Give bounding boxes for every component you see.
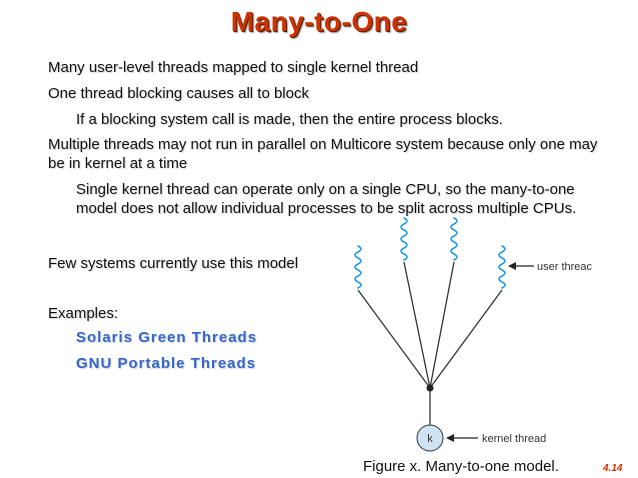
thread-connector-1 xyxy=(357,289,431,389)
kernel-node-label: k xyxy=(427,433,433,445)
sub-bullet-single-cpu: Single kernel thread can operate only on… xyxy=(76,181,577,217)
example-gnu-portable-threads: GNU Portable Threads xyxy=(76,355,257,372)
bullet-one-thread-blocking: One thread blocking causes all to block xyxy=(48,85,309,102)
thread-connector-4 xyxy=(429,289,503,389)
kernel-thread-label: kernel thread xyxy=(482,433,546,445)
page-number: 4.14 xyxy=(603,463,623,474)
bullet-no-parallel-multicore: Multiple threads may not run in parallel… xyxy=(48,136,598,172)
junction-dot xyxy=(426,384,434,392)
thread-connector-2 xyxy=(403,261,431,389)
thread-connector-3 xyxy=(429,261,455,389)
kernel-thread-node xyxy=(416,424,444,452)
figure-caption: Figure x. Many-to-one model. xyxy=(363,458,559,475)
bullet-few-systems: Few systems currently use this model xyxy=(48,255,299,272)
bullet-examples-heading: Examples: xyxy=(48,305,119,322)
user-thread-squiggle-2 xyxy=(400,217,408,261)
user-thread-label: user threac xyxy=(537,261,593,273)
user-thread-squiggle-4 xyxy=(498,245,506,289)
user-thread-squiggle-3 xyxy=(450,217,458,261)
sub-bullet-blocking-system-call: If a blocking system call is made, then … xyxy=(76,111,503,128)
slide-title: Many-to-One xyxy=(230,6,408,37)
user-thread-squiggle-1 xyxy=(354,245,362,289)
bullet-many-user-threads: Many user-level threads mapped to single… xyxy=(48,59,419,76)
example-solaris-green-threads: Solaris Green Threads xyxy=(76,329,258,346)
